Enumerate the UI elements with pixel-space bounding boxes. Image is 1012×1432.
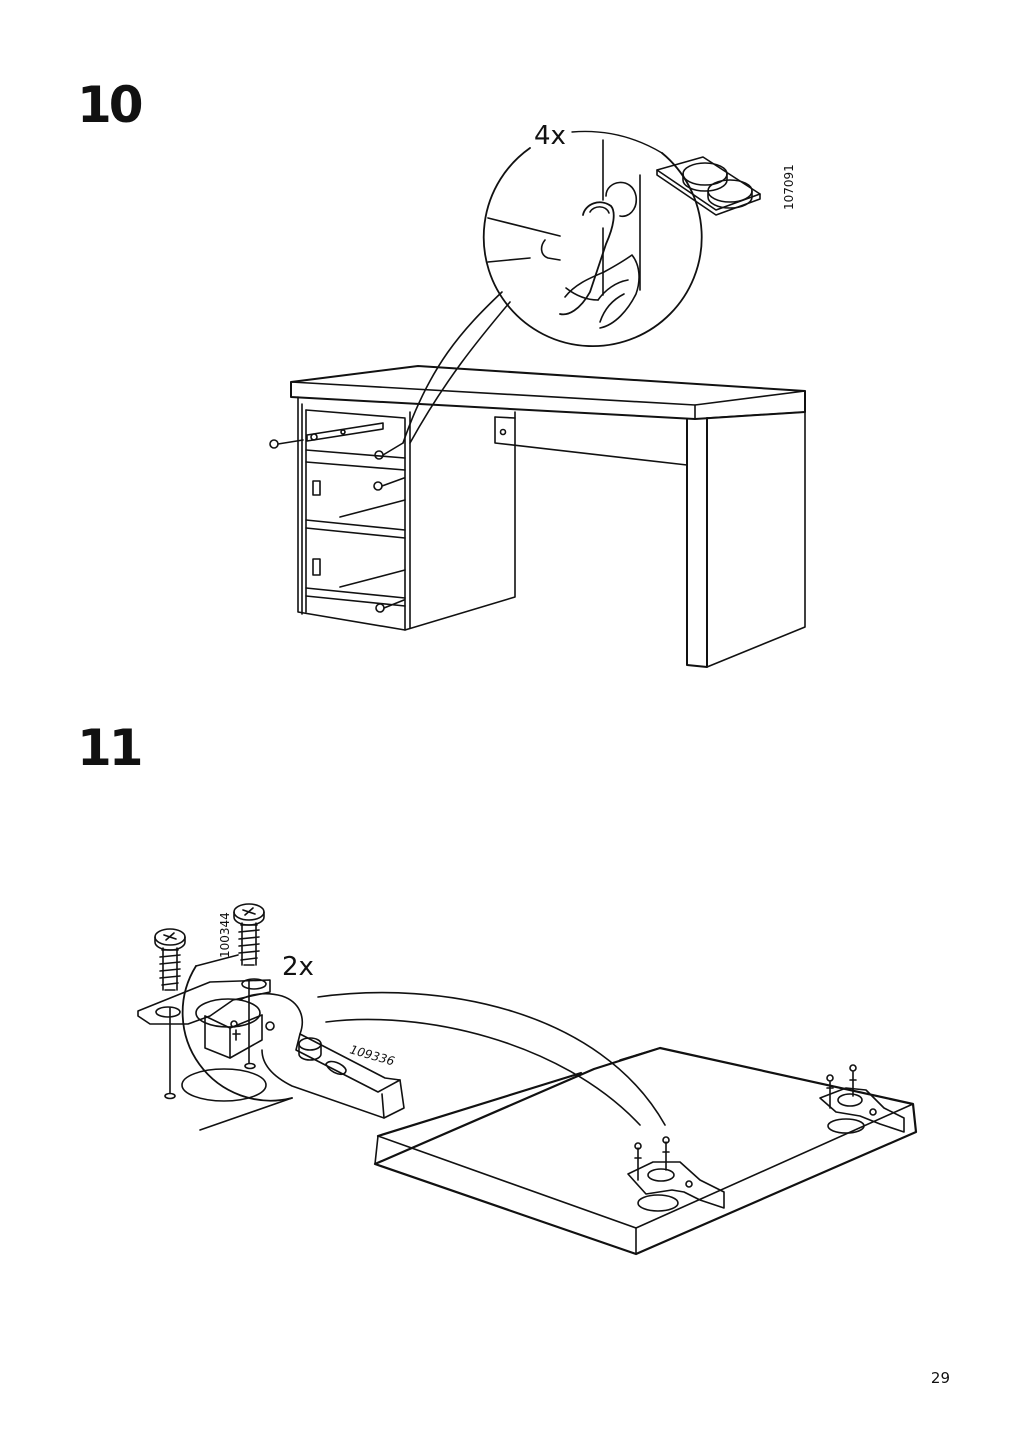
hinge-detail-circle bbox=[137, 903, 405, 1131]
pointer-curve bbox=[317, 991, 666, 1126]
hinge-part-number: 109336 bbox=[348, 1042, 396, 1068]
page-number: 29 bbox=[930, 1369, 950, 1387]
step-number-11: 11 bbox=[77, 719, 144, 777]
screw-left bbox=[154, 928, 186, 991]
step11-illustration: 2x 100344 109336 bbox=[137, 903, 918, 1256]
step11-quantity-label: 2x bbox=[282, 952, 314, 982]
bumper-detail-circle bbox=[482, 130, 761, 348]
pointer-curve bbox=[402, 291, 503, 444]
step10-quantity-label: 4x bbox=[534, 121, 566, 151]
door-panel-illustration bbox=[373, 1046, 918, 1256]
desk-illustration bbox=[269, 365, 806, 668]
screw-part-number: 100344 bbox=[218, 912, 232, 958]
screw-right bbox=[233, 903, 265, 966]
step10-part-number: 107091 bbox=[782, 164, 796, 210]
step10-illustration: 4x 107091 bbox=[269, 121, 806, 668]
step-number-10: 10 bbox=[77, 76, 144, 134]
